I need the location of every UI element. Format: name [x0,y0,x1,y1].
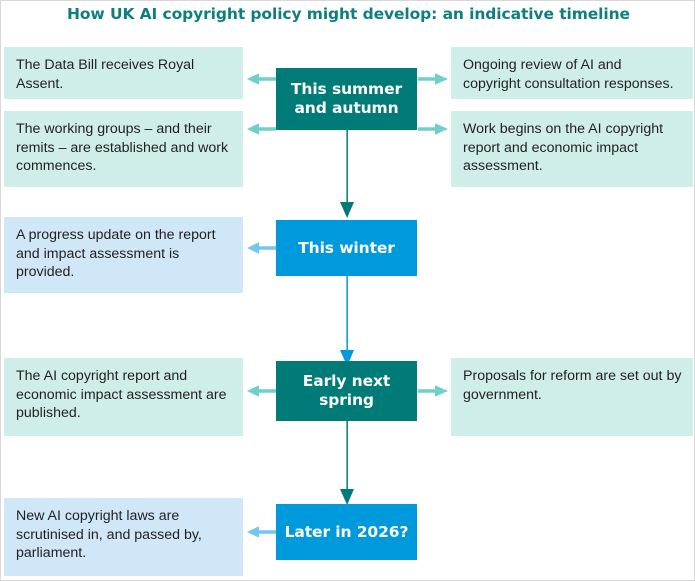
timeline-node-3[interactable]: Early next spring [276,361,417,421]
row-1-left-box-2: The working groups – and their remits – … [4,111,243,187]
timeline-node-2[interactable]: This winter [276,220,417,276]
timeline-node-4[interactable]: Later in 2026? [276,504,417,560]
row-3-left-box-1: The AI copyright report and economic imp… [4,358,243,436]
row-3-left-arrow-1-icon [247,384,276,398]
page-title: How UK AI copyright policy might develop… [67,5,630,23]
row-3-right-arrow-1-icon [418,384,448,398]
timeline-node-1[interactable]: This summer and autumn [276,68,417,130]
row-4-left-arrow-1-icon [247,525,276,539]
connector-arrow-1-icon [339,130,355,218]
row-2-left-arrow-1-icon [247,241,276,255]
row-1-right-arrow-2-icon [418,122,448,136]
row-2-left-box-1: A progress update on the report and impa… [4,217,243,293]
row-1-right-box-1: Ongoing review of AI and copyright consu… [451,47,693,99]
row-1-left-arrow-2-icon [247,122,276,136]
connector-arrow-2-icon [339,276,355,366]
row-1-left-box-1: The Data Bill receives Royal Assent. [4,47,243,99]
row-3-right-box-1: Proposals for reform are set out by gove… [451,358,693,436]
row-1-right-arrow-1-icon [418,72,448,86]
row-4-left-box-1: New AI copyright laws are scrutinised in… [4,498,243,576]
connector-arrow-3-icon [339,421,355,505]
row-1-right-box-2: Work begins on the AI copyright report a… [451,111,693,187]
row-1-left-arrow-1-icon [247,72,276,86]
